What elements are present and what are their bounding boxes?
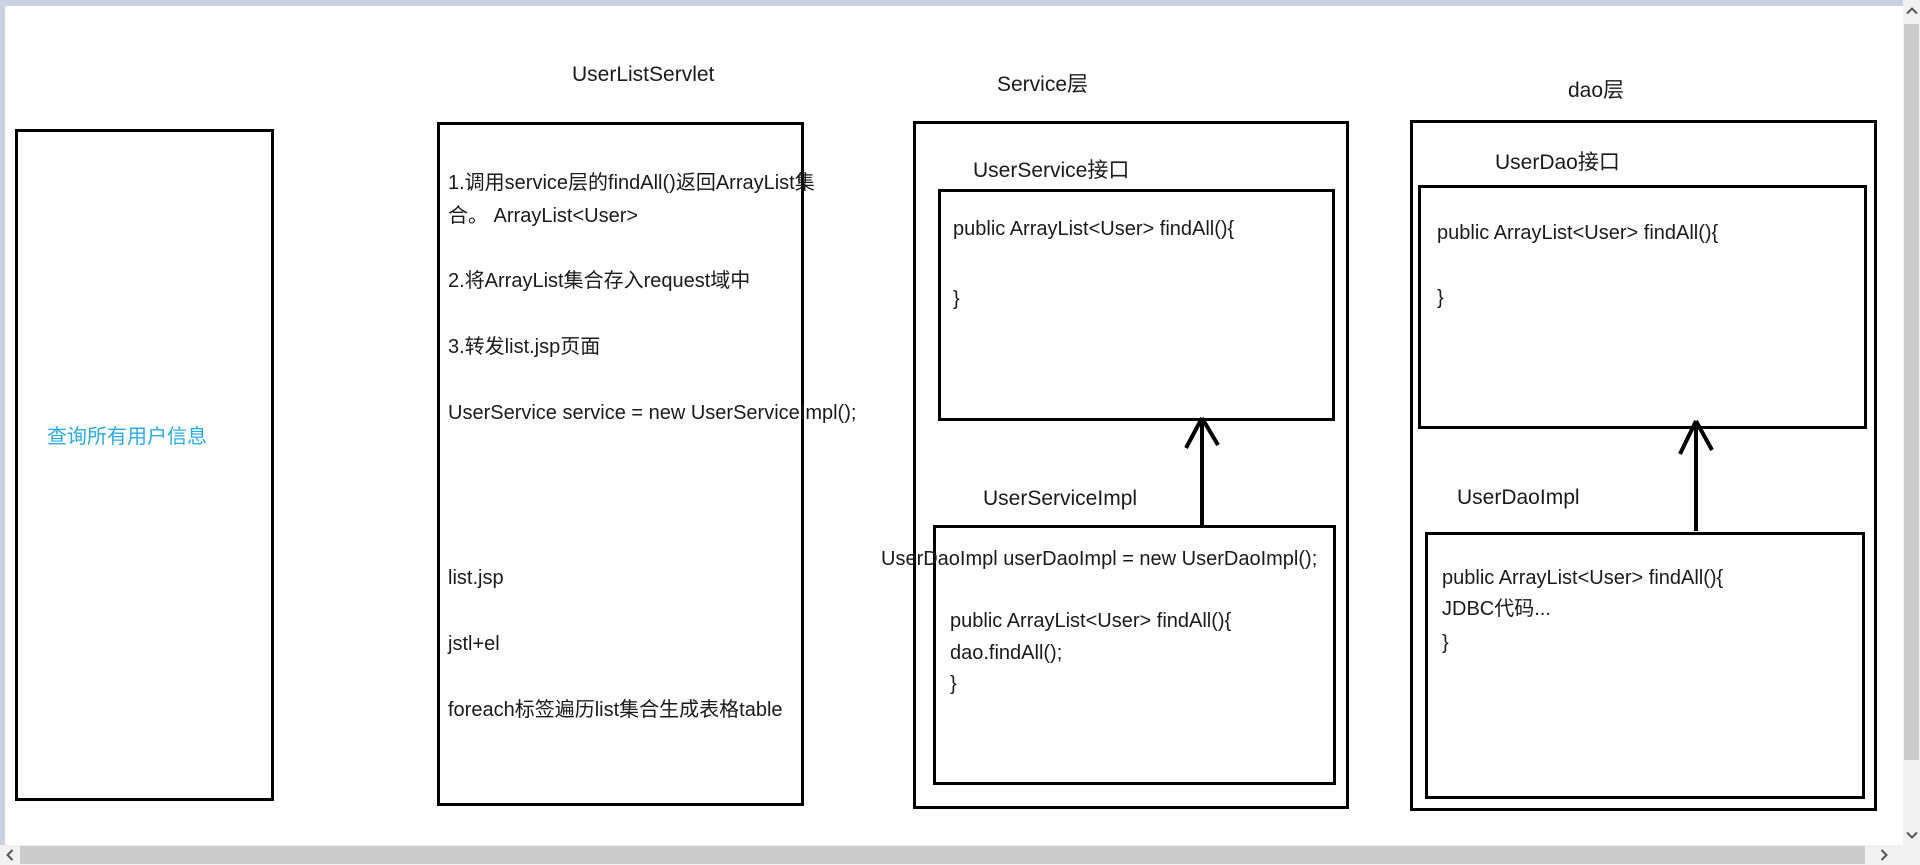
chevron-up-icon	[1905, 7, 1918, 15]
dao-layer-box	[1410, 120, 1877, 811]
servlet-line: UserService service = new UserServiceImp…	[448, 402, 857, 424]
dao-interface-code-line: public ArrayList<User> findAll(){	[1437, 222, 1719, 244]
service-interface-code-line: }	[953, 288, 960, 310]
scroll-right-button[interactable]	[1874, 845, 1894, 865]
service-layer-box	[913, 121, 1349, 809]
servlet-line: jstl+el	[448, 633, 500, 655]
inheritance-arrow	[1184, 416, 1220, 528]
query-box	[15, 129, 274, 801]
scroll-down-button[interactable]	[1903, 826, 1920, 844]
dao-interface-label: UserDao接口	[1495, 151, 1620, 174]
servlet-line: foreach标签遍历list集合生成表格table	[448, 699, 783, 721]
servlet-title: UserListServlet	[572, 63, 715, 86]
service-impl-code-line: UserDaoImpl userDaoImpl = new UserDaoImp…	[881, 548, 1318, 570]
window-left-border	[0, 6, 5, 845]
scroll-left-button[interactable]	[0, 845, 20, 865]
servlet-line: 3.转发list.jsp页面	[448, 336, 601, 358]
window-top-border	[0, 0, 1903, 6]
vertical-scrollbar-thumb[interactable]	[1904, 24, 1919, 760]
inheritance-arrow	[1678, 420, 1714, 531]
service-impl-code-line: }	[950, 673, 957, 695]
chevron-left-icon	[6, 849, 14, 861]
dao-interface-code-line: }	[1437, 287, 1444, 309]
dao-interface-box	[1418, 185, 1867, 429]
dao-impl-code-line: JDBC代码...	[1442, 598, 1551, 620]
service-impl-label: UserServiceImpl	[983, 487, 1138, 510]
query-box-label: 查询所有用户信息	[47, 426, 207, 448]
dao-impl-code-line: public ArrayList<User> findAll(){	[1442, 567, 1724, 589]
service-interface-box	[938, 189, 1335, 421]
service-interface-code-line: public ArrayList<User> findAll(){	[953, 218, 1235, 240]
chevron-right-icon	[1880, 849, 1888, 861]
servlet-line: 2.将ArrayList集合存入request域中	[448, 270, 751, 292]
scroll-up-button[interactable]	[1903, 2, 1920, 20]
servlet-line: 1.调用service层的findAll()返回ArrayList集	[448, 172, 815, 194]
horizontal-scrollbar-thumb[interactable]	[20, 846, 1865, 864]
dao-impl-code-line: }	[1442, 632, 1449, 654]
service-impl-code-line: public ArrayList<User> findAll(){	[950, 610, 1232, 632]
vertical-scrollbar[interactable]	[1903, 0, 1920, 845]
servlet-line: 合。 ArrayList<User>	[448, 205, 639, 227]
service-layer-title: Service层	[997, 73, 1089, 96]
chevron-down-icon	[1905, 831, 1918, 839]
service-interface-label: UserService接口	[973, 159, 1130, 182]
horizontal-scrollbar[interactable]	[0, 845, 1920, 865]
dao-layer-title: dao层	[1568, 79, 1625, 102]
service-impl-box	[933, 525, 1336, 785]
service-impl-code-line: dao.findAll();	[950, 642, 1063, 664]
dao-impl-box	[1425, 532, 1865, 799]
dao-impl-label: UserDaoImpl	[1457, 486, 1580, 509]
servlet-box	[437, 122, 804, 806]
servlet-line: list.jsp	[448, 567, 504, 589]
